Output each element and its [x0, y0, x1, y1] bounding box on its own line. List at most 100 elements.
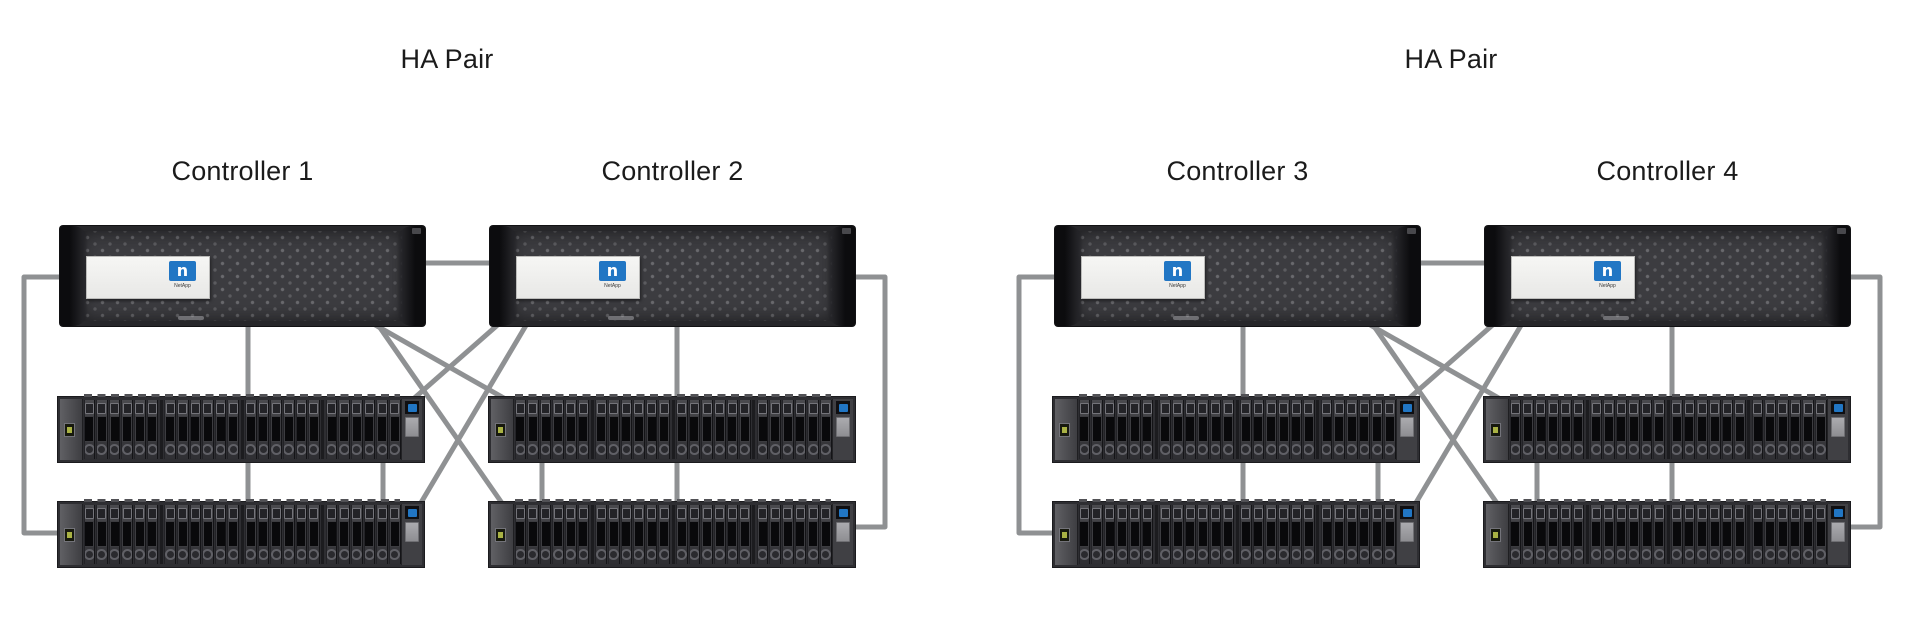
- drive-ring: [676, 549, 687, 560]
- drive-slot: [1549, 522, 1558, 546]
- shelf-latch-handle: [1400, 522, 1414, 542]
- drive-slot: [1698, 522, 1707, 546]
- drive-ring: [634, 444, 644, 455]
- drive-bay: [164, 400, 176, 459]
- drive-ring: [203, 549, 213, 560]
- drive-slot: [1778, 417, 1787, 441]
- drive-latch: [1548, 508, 1558, 519]
- drive-latch: [1778, 508, 1788, 519]
- drive-bay: [227, 505, 239, 564]
- drive-slot: [740, 522, 749, 546]
- drive-slot: [1267, 417, 1276, 441]
- drive-ring: [1079, 549, 1090, 560]
- drive-slot: [728, 522, 737, 546]
- drive-ring: [782, 549, 793, 560]
- drive-ring: [134, 549, 145, 560]
- shelf-end-cap-left: [1486, 504, 1509, 565]
- drive-latch: [377, 403, 387, 414]
- drive-slot: [1629, 417, 1638, 441]
- drive-latch: [1117, 508, 1127, 519]
- drive-ring: [1334, 444, 1345, 455]
- drive-ring: [283, 549, 294, 560]
- drive-slot: [1672, 417, 1681, 441]
- drive-slot: [352, 522, 361, 546]
- drive-latch: [541, 508, 551, 519]
- drive-latch: [135, 403, 145, 414]
- drive-bay: [1789, 400, 1802, 459]
- drive-slot: [516, 522, 525, 546]
- drive-slot: [1617, 417, 1626, 441]
- shelf-latch-handle: [1831, 417, 1845, 437]
- drive-ring: [1735, 549, 1745, 560]
- drive-slot: [1161, 417, 1170, 441]
- drive-latch: [715, 508, 725, 519]
- drive-bay: [1171, 400, 1184, 459]
- drive-latch: [1160, 508, 1170, 519]
- drive-slot: [1816, 522, 1825, 546]
- drive-ring: [1384, 444, 1395, 455]
- drive-ring: [1372, 549, 1382, 560]
- drive-bay: [819, 400, 832, 459]
- drive-latch: [1536, 508, 1546, 519]
- drive-group-divider: [1235, 505, 1239, 564]
- drive-slot: [284, 522, 293, 546]
- drive-slot: [1753, 522, 1762, 546]
- drive-ring: [1603, 444, 1614, 455]
- drive-bay: [1602, 505, 1615, 564]
- drive-latch: [110, 403, 120, 414]
- drive-bay: [1129, 505, 1141, 564]
- drive-latch: [1241, 403, 1251, 414]
- drive-bay: [782, 400, 794, 459]
- drive-slot: [1322, 522, 1331, 546]
- drive-slot: [85, 417, 94, 441]
- drive-slot: [1304, 522, 1313, 546]
- model-text-smudge: [608, 316, 634, 320]
- drive-slot: [1574, 417, 1583, 441]
- drive-latch: [1816, 508, 1826, 519]
- drive-latch: [1591, 403, 1601, 414]
- drive-latch: [84, 403, 94, 414]
- drive-slot: [203, 417, 212, 441]
- netapp-wordmark: NetApp: [1169, 283, 1186, 289]
- drive-bay: [1653, 505, 1665, 564]
- drive-slot: [259, 522, 268, 546]
- drive-slot: [1523, 522, 1532, 546]
- drive-slot: [1092, 522, 1101, 546]
- drive-bay: [514, 400, 527, 459]
- drive-latch: [1347, 508, 1357, 519]
- drive-latch: [758, 403, 768, 414]
- drive-slot: [528, 522, 537, 546]
- drive-latch: [271, 403, 281, 414]
- drive-group-divider: [321, 400, 325, 459]
- drive-latch: [609, 403, 619, 414]
- drive-bay: [1628, 400, 1640, 459]
- drive-group-divider: [752, 505, 756, 564]
- drive-slot: [1335, 417, 1344, 441]
- drive-latch: [1654, 403, 1664, 414]
- drive-latch: [97, 508, 107, 519]
- drive-slot: [1130, 522, 1139, 546]
- drive-slot: [191, 522, 200, 546]
- drive-ring: [659, 549, 670, 560]
- drive-latch: [1347, 403, 1357, 414]
- drive-bay: [282, 505, 295, 564]
- drive-latch: [1803, 508, 1813, 519]
- drive-ring: [795, 444, 806, 455]
- drive-slot: [1655, 417, 1664, 441]
- drive-ring: [565, 444, 576, 455]
- drive-slot: [634, 522, 643, 546]
- drive-bay: [1303, 505, 1315, 564]
- drive-bay: [121, 505, 133, 564]
- netapp-chip-mark: [1402, 403, 1412, 412]
- shelf-end-cap-left: [1055, 504, 1078, 565]
- controller-label: Controller 3: [1166, 156, 1309, 186]
- drive-bay: [1371, 400, 1383, 459]
- drive-bay: [1764, 505, 1776, 564]
- drive-latch: [1253, 508, 1263, 519]
- drive-bay: [676, 400, 688, 459]
- drive-bay: [325, 400, 338, 459]
- drive-bay: [620, 400, 633, 459]
